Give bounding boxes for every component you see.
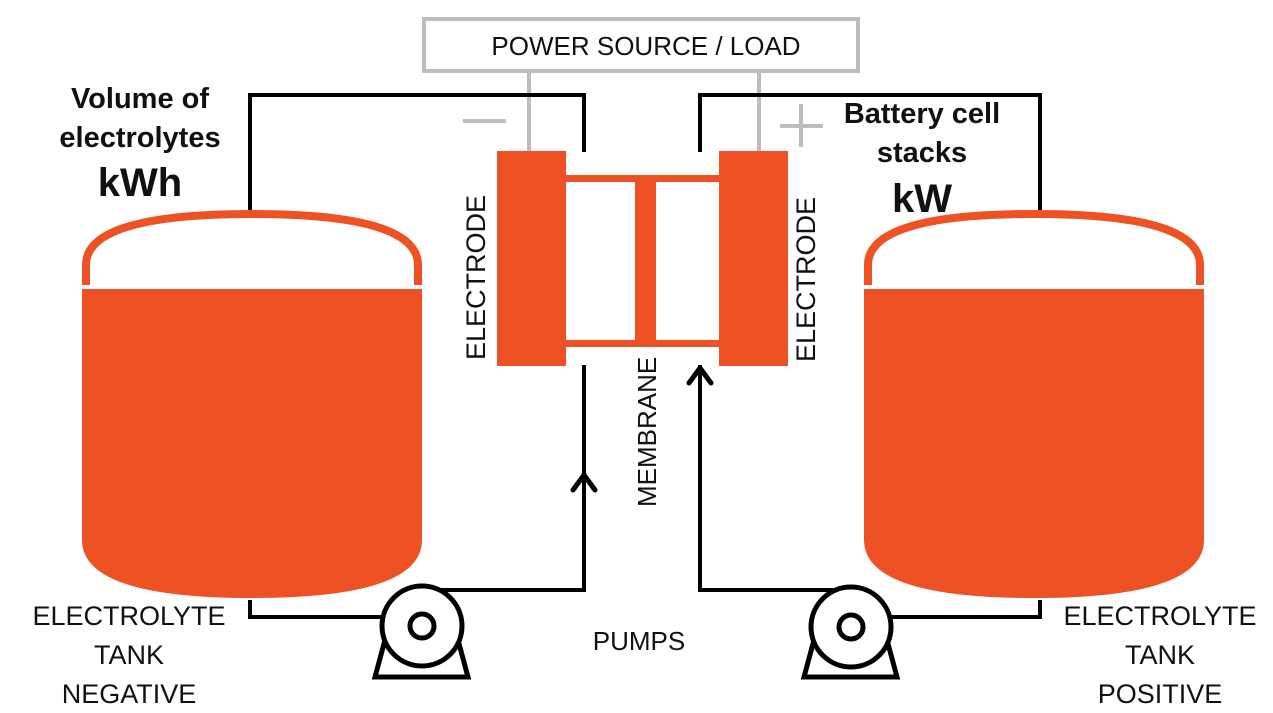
membrane [635,175,656,347]
positive-tank-label-line2: TANK [1125,640,1195,670]
right-caption-line1: Battery cell [844,98,1000,130]
right-caption-unit: kW [892,177,952,221]
power-source-label: POWER SOURCE / LOAD [491,31,800,61]
left-caption-unit: kWh [98,161,182,205]
pump-icon-negative [371,583,472,680]
left-caption-line1: Volume of [71,83,209,115]
flow-arrow-up-right [686,365,714,386]
positive-tank-label-line1: ELECTROLYTE [1063,601,1256,631]
left-electrode-label: ELECTRODE [461,195,491,360]
membrane-label: MEMBRANE [632,357,662,507]
flow-arrow-up-left [570,472,598,493]
right-caption-line2: stacks [877,137,967,169]
positive-loop-pipes [698,93,1042,619]
left-electrode [497,151,566,366]
negative-tank-label-line1: ELECTROLYTE [32,601,225,631]
negative-tank-label-line3: NEGATIVE [62,679,197,709]
pump-icon-positive [800,584,901,680]
power-source-box: POWER SOURCE / LOAD [422,17,860,73]
pumps-label: PUMPS [593,626,685,656]
positive-tank-label-line3: POSITIVE [1098,679,1223,709]
cell-stack [497,151,788,366]
negative-electrolyte-tank [82,209,422,598]
left-caption-line2: electrolytes [59,122,220,154]
plus-icon [780,104,823,147]
positive-electrolyte-tank [864,209,1204,598]
right-electrode-label: ELECTRODE [791,197,821,362]
right-electrode [719,151,788,366]
negative-loop-pipes [248,93,586,619]
negative-tank-label-line2: TANK [94,640,164,670]
